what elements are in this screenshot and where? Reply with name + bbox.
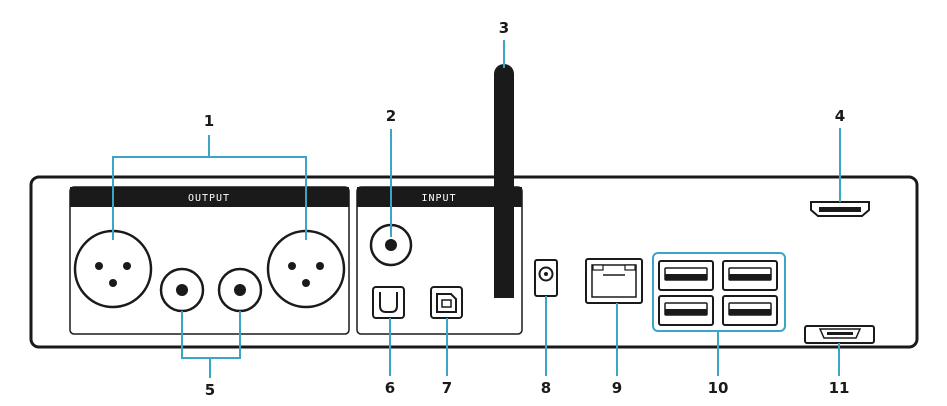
callout-number-5: 5 [205, 381, 215, 399]
callout-number-9: 9 [612, 379, 622, 397]
callout-number-6: 6 [385, 379, 395, 397]
callout-number-7: 7 [442, 379, 452, 397]
callout-number-11: 11 [829, 379, 850, 397]
hdmi-port-icon [810, 201, 870, 217]
callout-number-2: 2 [386, 107, 396, 125]
xlr-connector-icon [73, 229, 153, 309]
micro-usb-port-icon [804, 325, 875, 344]
output-section-header [70, 187, 349, 207]
callout-number-3: 3 [499, 19, 509, 37]
callout-number-4: 4 [835, 107, 845, 125]
xlr-connector-icon [266, 229, 346, 309]
input-section: INPUT [356, 186, 523, 335]
callout-number-1: 1 [204, 112, 214, 130]
input-section-header [357, 187, 522, 207]
usb-a-port-icon [658, 260, 714, 291]
rca-connector-icon [159, 267, 205, 313]
input-section-label: INPUT [421, 193, 456, 204]
optical-input-icon [372, 286, 405, 319]
output-section: OUTPUT [69, 186, 350, 335]
usb-a-port-icon [722, 260, 778, 291]
callout-lines [112, 40, 841, 378]
antenna-icon [494, 64, 514, 298]
rca-connector-icon [217, 267, 263, 313]
usb-a-port-group [652, 252, 786, 332]
ethernet-port-icon [585, 258, 643, 304]
usb-a-port-icon [722, 295, 778, 326]
callout-number-8: 8 [541, 379, 551, 397]
output-section-label: OUTPUT [188, 193, 230, 204]
dc-power-jack-icon [534, 259, 558, 297]
usb-a-port-icon [658, 295, 714, 326]
callout-line-5 [181, 311, 241, 378]
usb-b-port-icon [430, 286, 463, 319]
callout-line-1 [112, 135, 307, 240]
callout-number-10: 10 [708, 379, 729, 397]
